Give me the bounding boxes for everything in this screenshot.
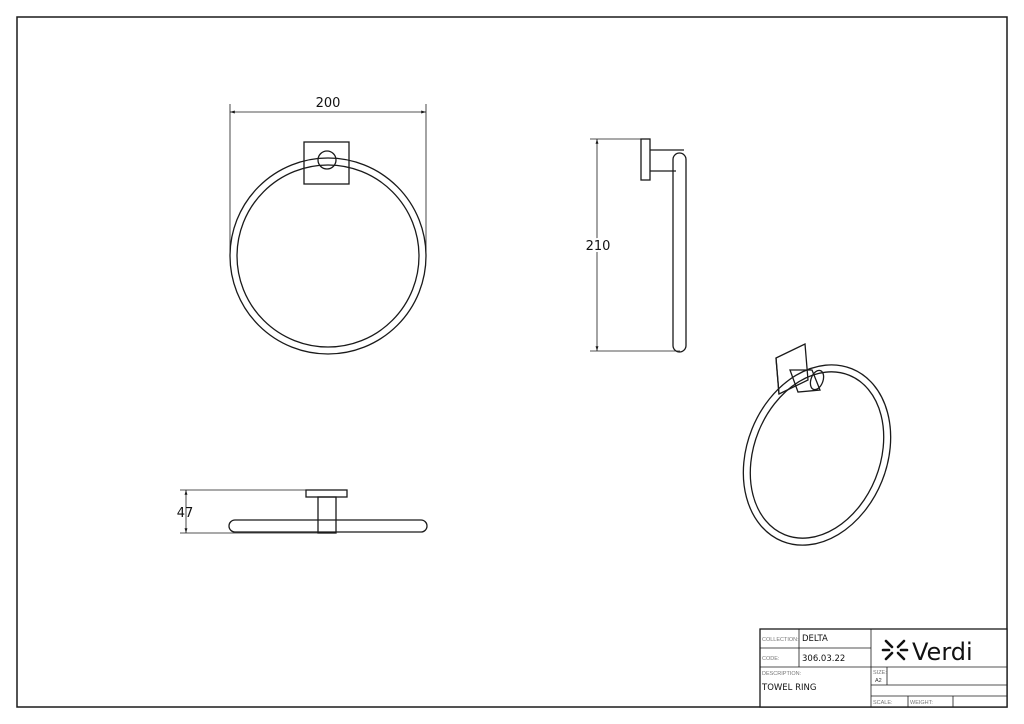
weight-label: WEIGHT:	[910, 700, 933, 706]
isometric-view	[742, 343, 892, 546]
top-view: 47	[177, 489, 428, 534]
code-value: 306.03.22	[802, 654, 845, 664]
scale-label: SCALE:	[873, 700, 893, 706]
collection-label: COLLECTION:	[762, 637, 799, 643]
title-block: COLLECTION: DELTA CODE: 306.03.22 DESCRI…	[759, 628, 1008, 708]
side-view: 210	[584, 138, 687, 353]
front-view: 200	[229, 96, 427, 355]
width-dimension: 200	[316, 96, 341, 111]
code-label: CODE:	[762, 656, 780, 662]
depth-dimension: 47	[177, 506, 194, 521]
verdi-logo-icon	[881, 639, 909, 661]
description-value: TOWEL RING	[761, 683, 816, 693]
height-dimension: 210	[586, 239, 611, 254]
collection-value: DELTA	[802, 634, 828, 644]
size-value: A2	[875, 678, 882, 684]
size-label: SIZE:	[873, 670, 887, 676]
description-label: DESCRIPTION:	[762, 671, 802, 677]
drawing-frame	[16, 16, 1008, 708]
brand-name: Verdi	[912, 638, 973, 666]
